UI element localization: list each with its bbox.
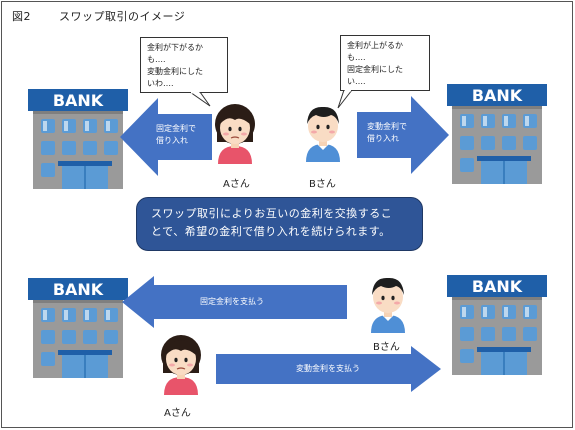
speech-bubble-b: 金利が上がるか も…. 固定金利にした い…. — [340, 35, 430, 91]
speech-a-line-2: も…. — [147, 55, 166, 64]
bank-sign-text: BANK — [472, 277, 523, 296]
bank-top-left-icon: BANK — [27, 88, 129, 190]
figure-title: 図2 スワップ取引のイメージ — [12, 8, 185, 24]
bank-bottom-left-icon: BANK — [27, 277, 129, 379]
arrow-fixed-borrow-line-2: 借り入れ — [156, 136, 188, 145]
speech-a-line-1: 金利が下がるか — [147, 43, 203, 52]
arrow-fixed-borrow-line-1: 固定金利で — [156, 124, 196, 133]
person-a-bottom-avatar — [156, 333, 206, 401]
speech-b-line-3: 固定金利にした — [347, 65, 403, 74]
speech-bubble-a: 金利が下がるか も…. 変動金利にした いわ…. — [140, 37, 228, 93]
arrow-variable-borrow-line-2: 借り入れ — [367, 134, 399, 143]
arrow-variable-borrow: 変動金利で 借り入れ — [357, 96, 449, 174]
arrow-pay-fixed-label: 固定金利を支払う — [200, 297, 264, 306]
speech-a-line-4: いわ…. — [147, 79, 174, 88]
person-a-bottom-name: Aさん — [164, 408, 191, 419]
explanation-box: スワップ取引によりお互いの金利を交換するこ とで、希望の金利で借り入れを続けられ… — [136, 197, 423, 251]
arrow-fixed-borrow: 固定金利で 借り入れ — [120, 98, 212, 176]
arrow-pay-variable-label: 変動金利を支払う — [296, 364, 360, 373]
person-a-top-avatar — [210, 102, 260, 170]
figure-number: 図2 — [12, 10, 31, 23]
speech-bubble-b-tail — [337, 90, 353, 109]
speech-b-line-4: い…. — [347, 77, 366, 86]
figure-caption: スワップ取引のイメージ — [59, 10, 186, 23]
speech-b-line-2: も…. — [347, 53, 366, 62]
arrow-pay-fixed: 固定金利を支払う — [122, 276, 347, 328]
bank-top-right-icon: BANK — [446, 83, 548, 185]
speech-a-line-3: 変動金利にした — [147, 67, 203, 76]
person-b-bottom-name: Bさん — [373, 342, 400, 353]
bank-sign-text: BANK — [472, 86, 523, 105]
bank-bottom-right-icon: BANK — [446, 274, 548, 376]
arrow-variable-borrow-line-1: 変動金利で — [367, 122, 407, 131]
speech-bubble-a-tail — [190, 92, 211, 107]
person-b-top-avatar — [298, 100, 348, 168]
bank-sign-text: BANK — [53, 91, 104, 110]
person-b-top-name: Bさん — [309, 179, 336, 190]
arrow-pay-variable: 変動金利を支払う — [216, 346, 441, 392]
speech-b-line-1: 金利が上がるか — [347, 41, 403, 50]
explanation-line-1: スワップ取引によりお互いの金利を交換するこ — [151, 207, 393, 220]
person-b-bottom-avatar — [363, 271, 413, 339]
explanation-line-2: とで、希望の金利で借り入れを続けられます。 — [151, 225, 391, 238]
bank-sign-text: BANK — [53, 280, 104, 299]
person-a-top-name: Aさん — [223, 179, 250, 190]
